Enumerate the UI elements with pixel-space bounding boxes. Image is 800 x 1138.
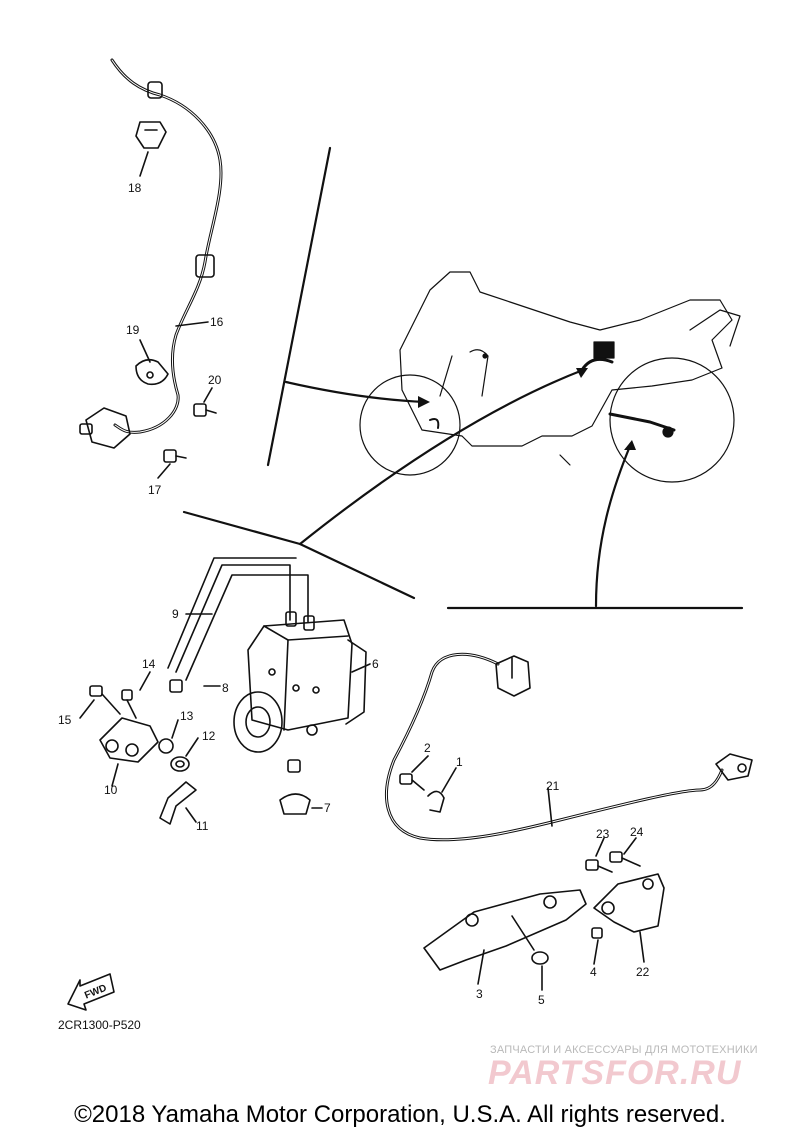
copyright-notice: ©2018 Yamaha Motor Corporation, U.S.A. A… [74, 1101, 726, 1128]
callout-lines [182, 146, 744, 610]
part-label: 14 [142, 657, 156, 671]
front-sensor-lead-group [79, 58, 223, 479]
part-label: 3 [476, 987, 483, 1001]
watermark-logo: PARTSFOR.RU [488, 1054, 742, 1092]
bracket-assembly-group [423, 837, 665, 991]
part-label: 8 [222, 681, 229, 695]
part-label: 18 [128, 181, 142, 195]
part-number-labels: 18 16 19 20 17 9 14 8 6 15 13 12 10 11 7… [58, 181, 650, 1007]
part-label: 1 [456, 755, 463, 769]
part-label: 12 [202, 729, 216, 743]
part-label: 16 [210, 315, 224, 329]
motorcycle-silhouette [359, 271, 741, 483]
drawing-code: 2CR1300-P520 [58, 1018, 141, 1032]
part-label: 5 [538, 993, 545, 1007]
part-label: 20 [208, 373, 222, 387]
part-label: 11 [196, 819, 209, 833]
watermark-subtitle: ЗАПЧАСТИ И АКСЕССУАРЫ ДЛЯ МОТОТЕХНИКИ [490, 1044, 758, 1056]
part-label: 7 [324, 801, 331, 815]
part-label: 24 [630, 825, 644, 839]
part-label: 2 [424, 741, 431, 755]
fwd-direction-arrow [67, 973, 115, 1011]
rear-sensor-lead-group [385, 652, 753, 842]
part-label: 10 [104, 783, 118, 797]
part-label: 23 [596, 827, 610, 841]
part-label: 4 [590, 965, 597, 979]
part-label: 17 [148, 483, 162, 497]
callout-arrowheads [418, 368, 636, 450]
part-label: 21 [546, 779, 560, 793]
part-label: 9 [172, 607, 179, 621]
part-label: 15 [58, 713, 72, 727]
part-label: 13 [180, 709, 194, 723]
abs-unit-group [79, 557, 371, 825]
part-label: 6 [372, 657, 379, 671]
part-label: 19 [126, 323, 140, 337]
part-label: 22 [636, 965, 650, 979]
